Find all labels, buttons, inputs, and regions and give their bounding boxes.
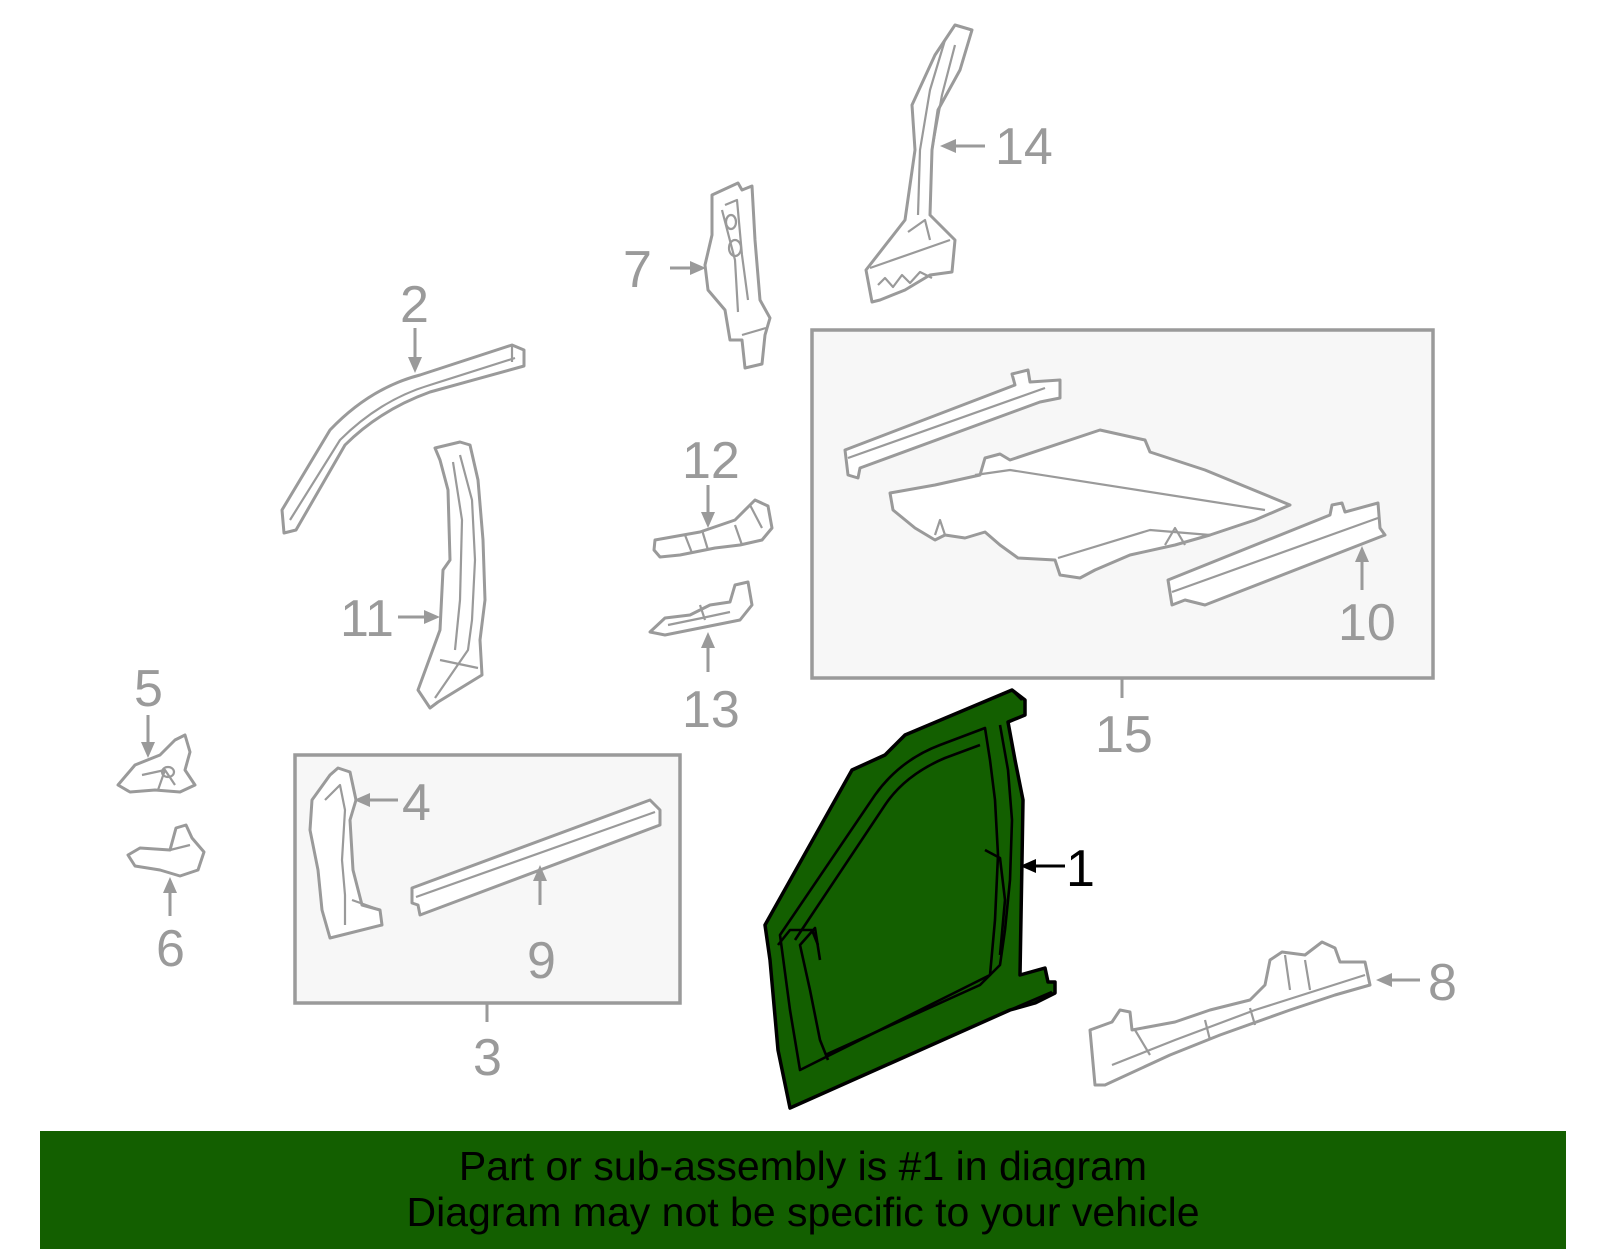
callout-5-arrow — [141, 715, 155, 758]
callout-14-arrow — [940, 139, 985, 153]
callout-9: 9 — [527, 932, 556, 990]
part-1-highlighted — [763, 688, 1057, 1110]
part-15-rail-upper — [843, 368, 1062, 480]
callout-4: 4 — [402, 774, 431, 832]
part-7 — [703, 181, 772, 370]
callout-13-arrow — [701, 632, 715, 672]
callout-14: 14 — [995, 118, 1053, 176]
part-6 — [126, 823, 206, 878]
callout-7-arrow — [670, 261, 706, 275]
disclaimer-banner: Part or sub-assembly is #1 in diagram Di… — [40, 1131, 1566, 1249]
callout-10: 10 — [1338, 594, 1396, 652]
callout-1: 1 — [1066, 840, 1095, 898]
callout-8-arrow — [1376, 973, 1420, 987]
part-2 — [280, 343, 526, 535]
part-14 — [864, 23, 974, 304]
part-13 — [648, 580, 754, 637]
callout-4-arrow — [354, 793, 398, 807]
part-12 — [652, 498, 774, 559]
callout-15: 15 — [1095, 706, 1153, 764]
callout-11-arrow — [398, 610, 440, 624]
part-4 — [308, 766, 384, 940]
callout-2-arrow — [408, 328, 422, 373]
callout-3: 3 — [473, 1029, 502, 1087]
callout-5: 5 — [134, 660, 163, 718]
callout-12-arrow — [701, 485, 715, 528]
callout-11: 11 — [340, 590, 394, 648]
callout-12: 12 — [682, 432, 740, 490]
callout-8: 8 — [1428, 954, 1457, 1012]
callout-10-arrow — [1355, 546, 1369, 590]
banner-line-1: Part or sub-assembly is #1 in diagram — [458, 1143, 1148, 1189]
callout-7: 7 — [623, 241, 652, 299]
callout-6-arrow — [163, 877, 177, 916]
callout-1-arrow — [1020, 859, 1065, 873]
part-15-floor — [888, 428, 1292, 580]
banner-line-2: Diagram may not be specific to your vehi… — [406, 1189, 1200, 1235]
part-8 — [1088, 940, 1372, 1087]
callout-13: 13 — [682, 681, 740, 739]
callout-2: 2 — [400, 276, 429, 334]
part-11 — [416, 440, 487, 710]
callout-6: 6 — [156, 920, 185, 978]
callout-9-arrow — [533, 865, 547, 905]
part-15-rail-lower — [1166, 501, 1387, 607]
part-5 — [116, 733, 197, 794]
